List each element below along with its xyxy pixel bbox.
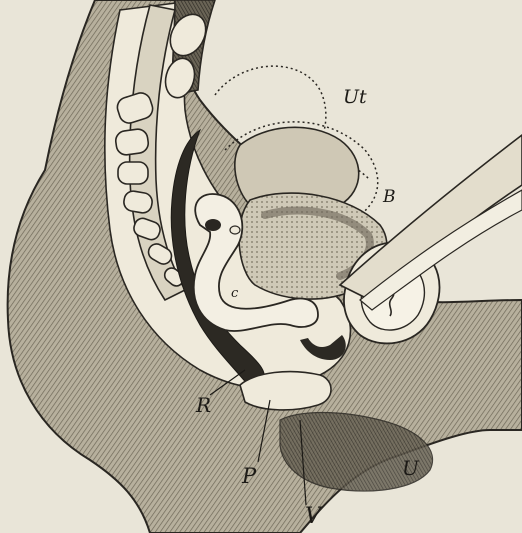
label-uterus: Ut: [343, 88, 367, 107]
label-c: c: [231, 287, 238, 300]
label-r: R: [196, 395, 211, 415]
label-v: V: [305, 506, 321, 528]
perineum: [240, 372, 331, 410]
label-u: U: [402, 458, 419, 478]
label-bladder: B: [383, 189, 396, 206]
label-p: P: [242, 466, 256, 487]
